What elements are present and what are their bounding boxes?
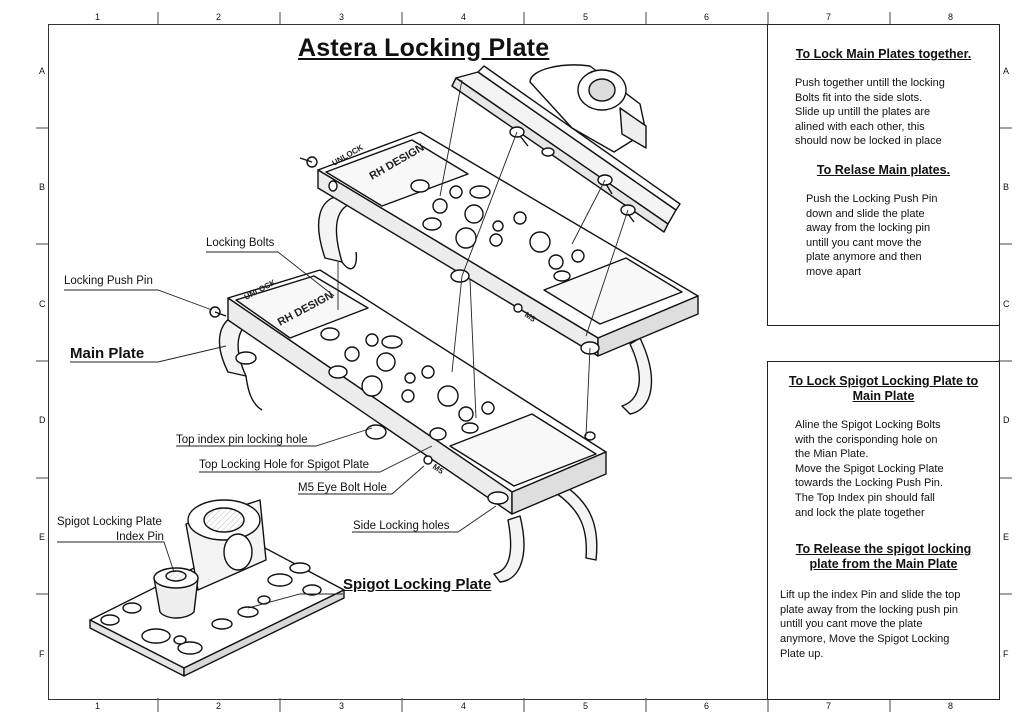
upper-main-plate bbox=[299, 131, 699, 415]
zone-row-label: A bbox=[39, 66, 46, 76]
zone-row-label: E bbox=[1003, 532, 1010, 542]
callout-m5-eye-bolt-hole: M5 Eye Bolt Hole bbox=[298, 482, 387, 494]
heading-release-spigot: To Release the spigot locking plate from… bbox=[795, 542, 972, 572]
drawing-title: Astera Locking Plate bbox=[298, 34, 550, 62]
zone-col-label: 6 bbox=[704, 701, 710, 711]
heading-release-main: To Relase Main plates. bbox=[816, 162, 951, 177]
callout-locking-push-pin: Locking Push Pin bbox=[64, 275, 153, 287]
body-lock-main: Push together untill the locking Bolts f… bbox=[795, 77, 945, 148]
zone-row-label: C bbox=[39, 299, 46, 309]
callout-spigot-index-pin-line2: Index Pin bbox=[116, 531, 164, 543]
callout-top-index-pin-locking-hole: Top index pin locking hole bbox=[176, 434, 308, 446]
zone-row-label: A bbox=[1003, 66, 1010, 76]
zone-col-label: 4 bbox=[461, 12, 467, 22]
callout-spigot-locking-plate: Spigot Locking Plate bbox=[343, 576, 492, 593]
spigot-locking-plate bbox=[89, 499, 345, 677]
heading-lock-main: To Lock Main Plates together. bbox=[795, 47, 972, 61]
zone-col-label: 1 bbox=[95, 12, 101, 22]
callout-main-plate: Main Plate bbox=[70, 345, 145, 362]
zone-col-label: 5 bbox=[583, 12, 589, 22]
body-release-main: Push the Locking Push Pin down and slide… bbox=[806, 192, 938, 278]
callout-spigot-index-pin-line1: Spigot Locking Plate bbox=[57, 516, 162, 528]
zone-col-label: 5 bbox=[583, 701, 589, 711]
zone-col-label: 8 bbox=[948, 12, 954, 22]
zone-col-label: 3 bbox=[339, 12, 345, 22]
callout-side-locking-holes: Side Locking holes bbox=[353, 520, 450, 532]
heading-lock-spigot: To Lock Spigot Locking Plate to Main Pla… bbox=[788, 374, 979, 403]
lower-main-plate bbox=[209, 269, 607, 583]
zone-row-label: B bbox=[1003, 182, 1010, 192]
instructions-main-plates: To Lock Main Plates together. Push toget… bbox=[767, 24, 1000, 326]
body-release-spigot: Lift up the index Pin and slide the top … bbox=[780, 589, 961, 660]
zone-row-label: C bbox=[1003, 299, 1010, 309]
zone-col-label: 3 bbox=[339, 701, 345, 711]
zone-row-label: F bbox=[39, 649, 45, 659]
zone-col-label: 2 bbox=[216, 12, 222, 22]
zone-row-label: D bbox=[39, 415, 46, 425]
zone-col-label: 8 bbox=[948, 701, 954, 711]
zone-col-label: 6 bbox=[704, 12, 710, 22]
zone-row-label: F bbox=[1003, 649, 1009, 659]
zone-row-label: E bbox=[39, 532, 46, 542]
zone-row-label: B bbox=[39, 182, 46, 192]
zone-row-label: D bbox=[1003, 415, 1010, 425]
alignment-lines bbox=[337, 79, 629, 437]
zone-col-label: 4 bbox=[461, 701, 467, 711]
zone-col-label: 1 bbox=[95, 701, 101, 711]
callout-locking-bolts: Locking Bolts bbox=[206, 237, 275, 249]
body-lock-spigot: Aline the Spigot Locking Bolts with the … bbox=[795, 419, 944, 519]
instructions-spigot-plate: To Lock Spigot Locking Plate to Main Pla… bbox=[767, 361, 1000, 700]
zone-col-label: 2 bbox=[216, 701, 222, 711]
zone-col-label: 7 bbox=[826, 12, 832, 22]
zone-col-label: 7 bbox=[826, 701, 832, 711]
top-spigot-plate bbox=[451, 64, 681, 233]
callout-top-locking-hole-spigot: Top Locking Hole for Spigot Plate bbox=[199, 459, 370, 471]
